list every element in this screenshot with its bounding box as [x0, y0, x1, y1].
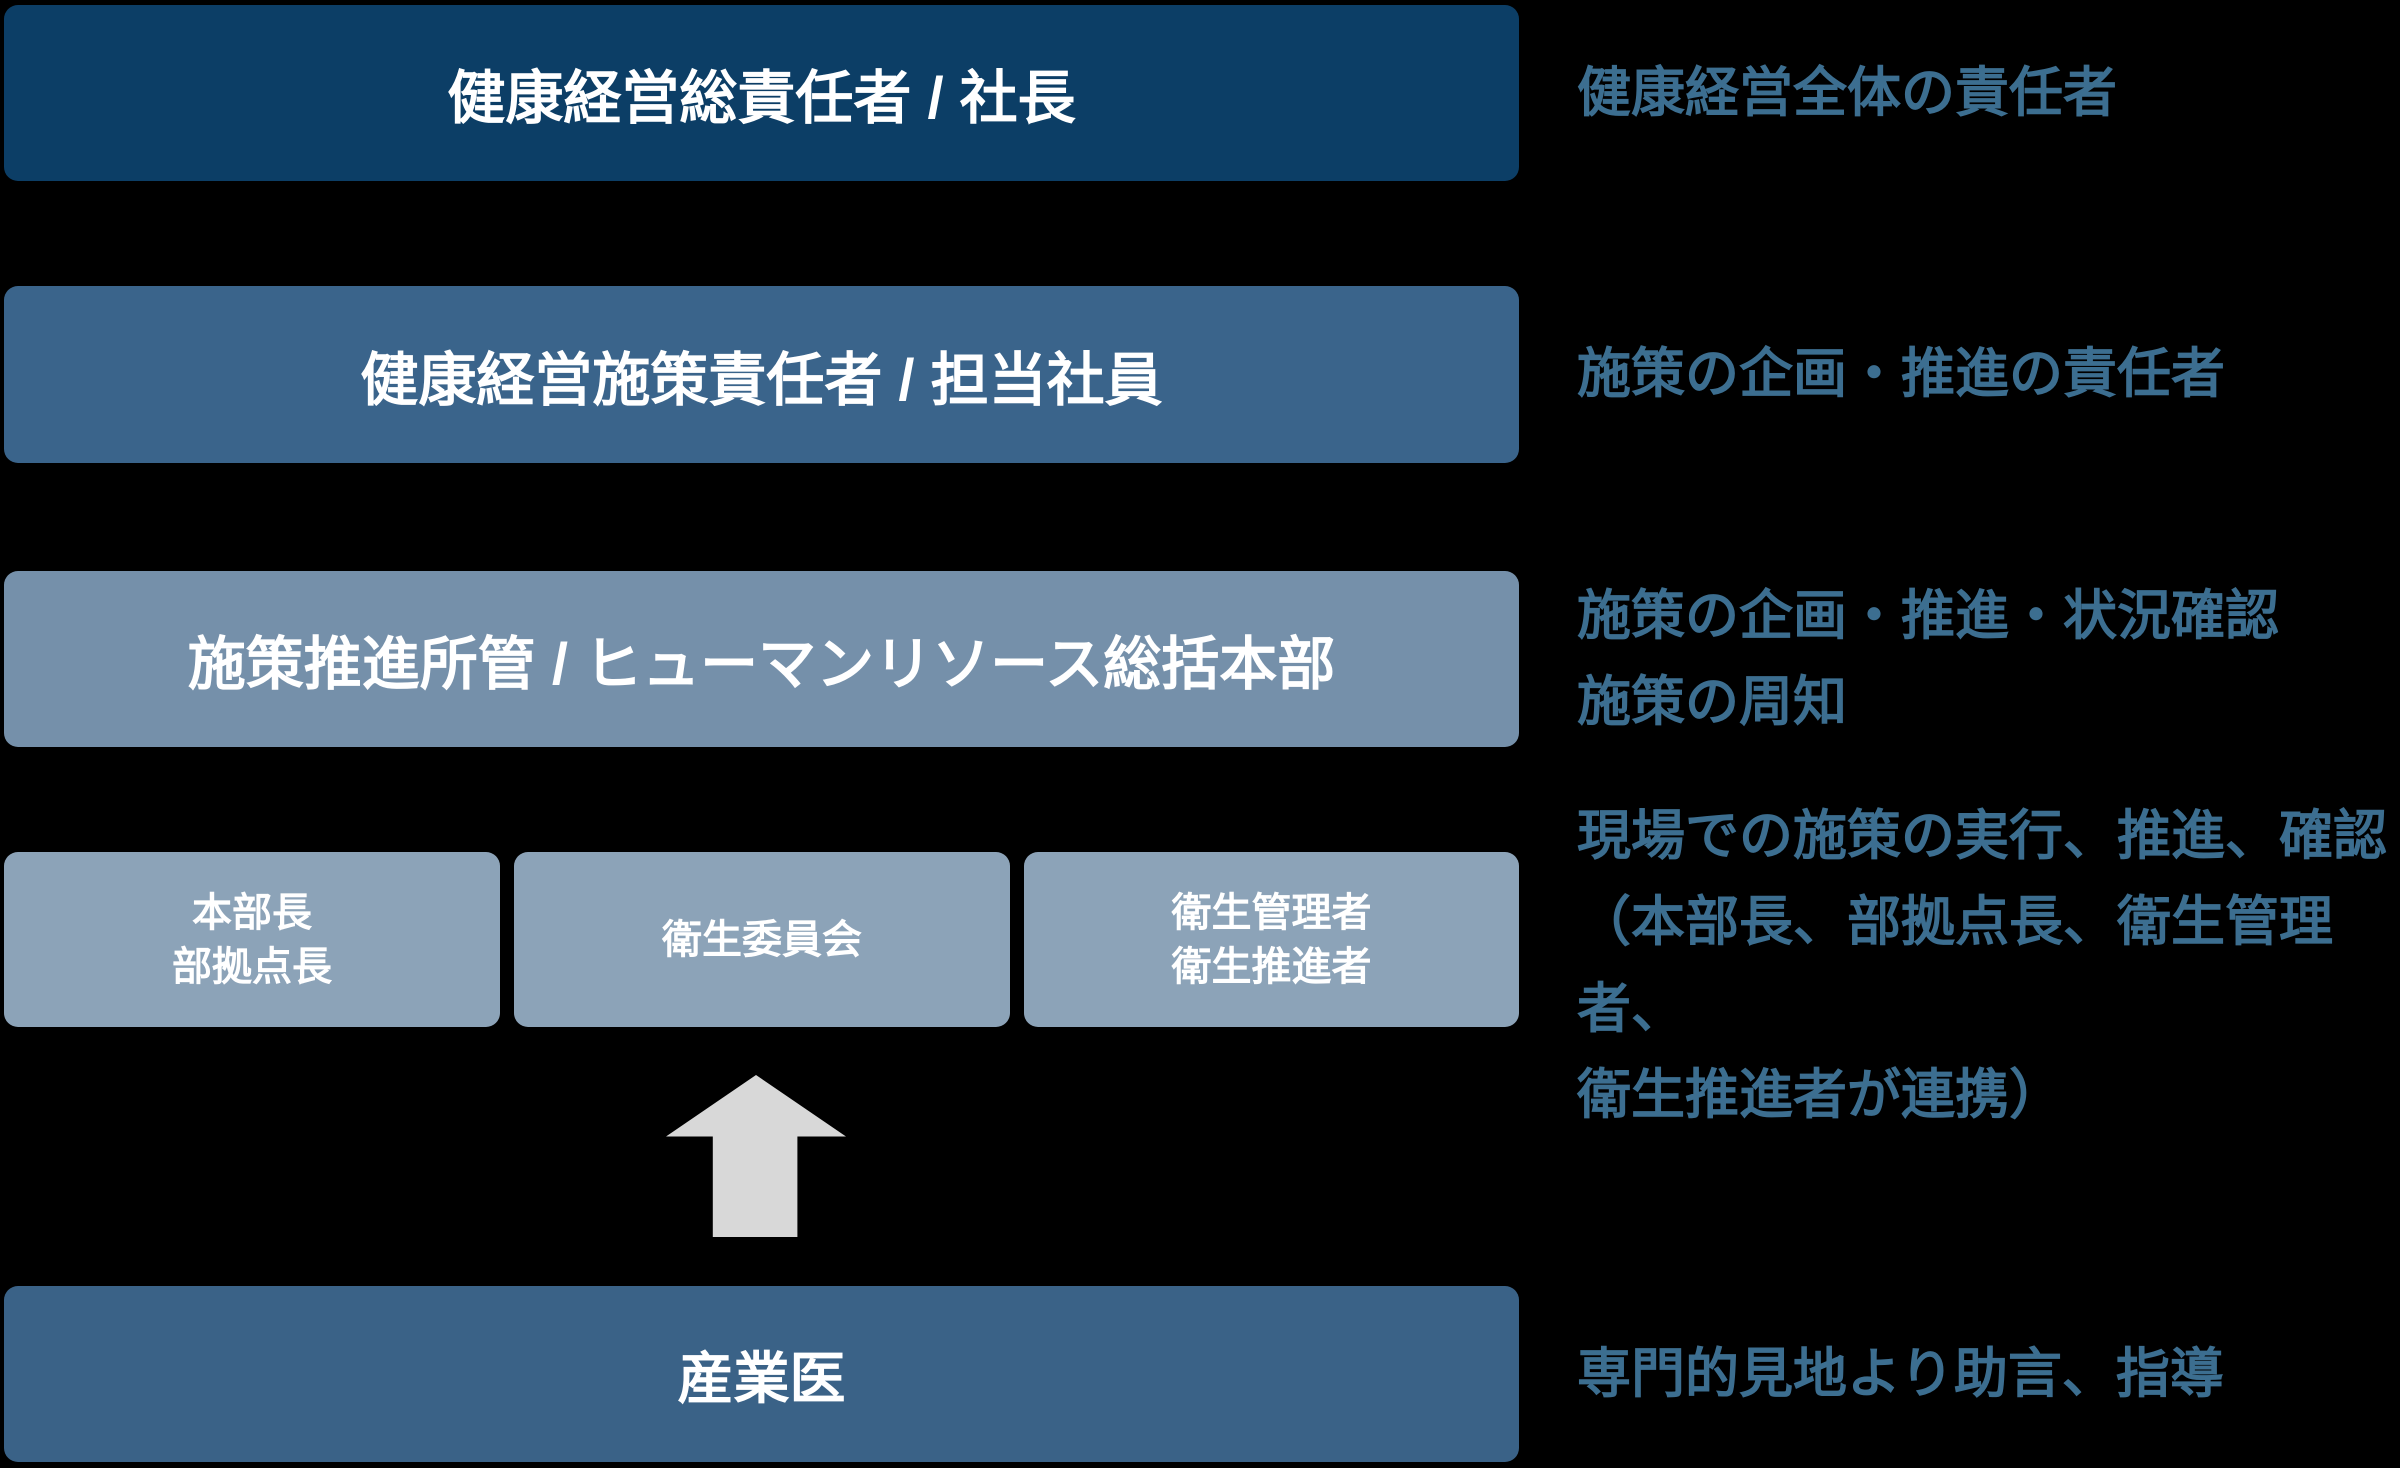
- level1-note: 健康経営全体の責任者: [1577, 5, 2397, 181]
- level1-bar-president: 健康経営総責任者 / 社長: [4, 5, 1519, 181]
- level5-bar-label: 産業医: [677, 1346, 846, 1410]
- level2-bar-policy-manager: 健康経営施策責任者 / 担当社員: [4, 286, 1519, 463]
- level4-box-health-committee: 衛生委員会: [514, 852, 1010, 1027]
- level5-note-text: 専門的見地より助言、指導: [1577, 1343, 2224, 1404]
- level4-note: 現場での施策の実行、推進、確認 （本部長、部拠点長、衛生管理者、 衛生推進者が連…: [1577, 806, 2397, 1125]
- level4-box1-label: 本部長 部拠点長: [172, 890, 332, 989]
- level4-note-text: 現場での施策の実行、推進、確認 （本部長、部拠点長、衛生管理者、 衛生推進者が連…: [1577, 805, 2387, 1125]
- level3-bar-hr-division: 施策推進所管 / ヒューマンリソース総括本部: [4, 571, 1519, 747]
- level5-bar-occupational-physician: 産業医: [4, 1286, 1519, 1462]
- level4-box2-label: 衛生委員会: [662, 917, 862, 962]
- level5-note: 専門的見地より助言、指導: [1577, 1286, 2397, 1462]
- level1-bar-label: 健康経営総責任者 / 社長: [447, 66, 1076, 131]
- level2-bar-label: 健康経営施策責任者 / 担当社員: [360, 347, 1163, 413]
- level2-note-text: 施策の企画・推進の責任者: [1577, 344, 2225, 405]
- level4-box3-label: 衛生管理者 衛生推進者: [1171, 890, 1372, 989]
- level2-note: 施策の企画・推進の責任者: [1577, 286, 2397, 463]
- level3-note: 施策の企画・推進・状況確認 施策の周知: [1577, 571, 2397, 747]
- level4-box-division-heads: 本部長 部拠点長: [4, 852, 500, 1027]
- level1-note-text: 健康経営全体の責任者: [1577, 62, 2117, 123]
- level3-bar-label: 施策推進所管 / ヒューマンリソース総括本部: [187, 632, 1336, 697]
- up-arrow-icon: [666, 1075, 846, 1237]
- level3-note-text: 施策の企画・推進・状況確認 施策の周知: [1577, 585, 2279, 732]
- level4-box-health-managers: 衛生管理者 衛生推進者: [1024, 852, 1519, 1027]
